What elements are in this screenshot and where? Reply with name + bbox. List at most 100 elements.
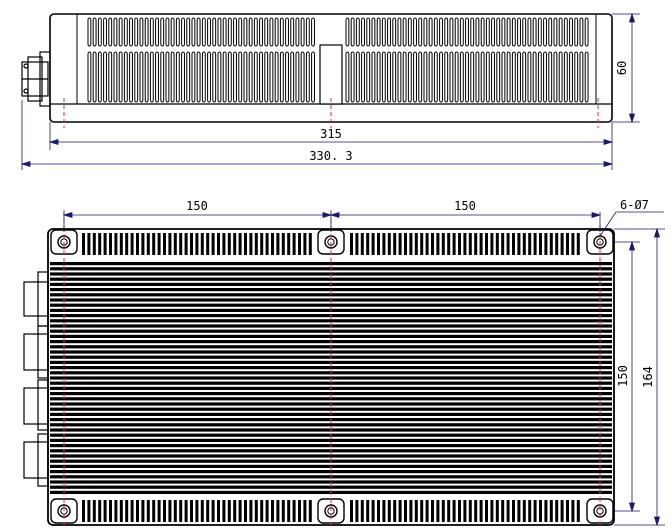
strip-fin xyxy=(371,233,375,255)
strip-fin xyxy=(431,500,434,522)
top-view-fins-right xyxy=(345,17,589,103)
strip-fin xyxy=(130,500,134,522)
top-fin-upper xyxy=(295,17,300,47)
strip-fin xyxy=(195,500,199,522)
top-fin-lower xyxy=(274,51,279,103)
strip-fin xyxy=(420,500,424,522)
strip-fin xyxy=(195,233,199,255)
horizontal-fin xyxy=(50,303,612,307)
top-fin-upper xyxy=(233,17,237,47)
top-fin-upper xyxy=(217,17,222,47)
top-fin-upper xyxy=(407,17,412,47)
top-fin-lower xyxy=(506,51,511,103)
top-fin-lower xyxy=(227,51,232,103)
strip-fin xyxy=(387,233,391,255)
top-fin-lower xyxy=(548,51,553,103)
bottom-view-top-fins xyxy=(82,233,580,255)
strip-fin xyxy=(452,233,456,255)
top-fin-upper xyxy=(470,17,475,47)
top-fin-lower xyxy=(423,51,428,103)
strip-fin xyxy=(87,233,91,255)
top-fin-upper xyxy=(144,17,149,47)
top-fin-lower xyxy=(285,51,289,103)
strip-fin xyxy=(452,500,456,522)
top-fin-lower xyxy=(222,51,227,103)
strip-fin xyxy=(533,500,537,522)
strip-fin xyxy=(184,500,188,522)
strip-fin xyxy=(350,233,353,255)
top-fin-upper xyxy=(496,17,501,47)
top-fin-upper xyxy=(113,17,118,47)
strip-fin xyxy=(227,233,231,255)
strip-fin xyxy=(533,233,537,255)
top-fin-upper xyxy=(376,17,381,47)
strip-fin xyxy=(517,500,521,522)
strip-fin xyxy=(168,233,172,255)
top-fin-lower xyxy=(155,51,159,103)
strip-fin xyxy=(414,500,418,522)
top-fin-upper xyxy=(345,17,350,47)
top-fin-upper xyxy=(87,17,92,47)
bottom-view-bottom-fins xyxy=(82,500,580,522)
strip-fin xyxy=(281,500,285,522)
strip-fin xyxy=(157,233,161,255)
top-fin-upper xyxy=(191,17,196,47)
strip-fin xyxy=(458,233,461,255)
strip-fin xyxy=(474,500,478,522)
horizontal-fin xyxy=(50,262,612,266)
strip-fin xyxy=(414,233,418,255)
strip-fin xyxy=(109,233,112,255)
top-fin-upper xyxy=(433,17,438,47)
top-fin-upper xyxy=(361,17,365,47)
strip-fin xyxy=(265,500,269,522)
strip-fin xyxy=(539,233,542,255)
dim-top-height xyxy=(612,12,640,124)
top-fin-lower xyxy=(439,51,443,103)
strip-fin xyxy=(152,233,156,255)
strip-fin xyxy=(436,500,440,522)
strip-fin xyxy=(152,500,156,522)
top-fin-lower xyxy=(569,51,573,103)
top-fin-lower xyxy=(279,51,284,103)
top-fin-lower xyxy=(160,51,165,103)
strip-fin xyxy=(468,500,472,522)
strip-fin xyxy=(393,500,397,522)
top-fin-lower xyxy=(233,51,237,103)
top-fin-lower xyxy=(196,51,201,103)
strip-fin xyxy=(249,500,253,522)
strip-fin xyxy=(233,500,237,522)
top-fin-lower xyxy=(149,51,154,103)
top-fin-lower xyxy=(175,51,180,103)
top-fin-upper xyxy=(532,17,537,47)
strip-fin xyxy=(528,233,532,255)
top-fin-lower xyxy=(201,51,206,103)
strip-fin xyxy=(125,500,129,522)
top-fin-upper xyxy=(485,17,490,47)
top-fin-upper xyxy=(558,17,563,47)
horizontal-fin xyxy=(50,407,612,411)
top-fin-upper xyxy=(274,17,279,47)
strip-fin xyxy=(506,233,510,255)
horizontal-fin xyxy=(50,366,612,370)
strip-fin xyxy=(141,233,145,255)
top-fin-lower xyxy=(207,51,211,103)
strip-fin xyxy=(119,233,123,255)
top-fin-upper xyxy=(413,17,417,47)
strip-fin xyxy=(458,500,461,522)
strip-fin xyxy=(555,500,559,522)
top-fin-upper xyxy=(511,17,516,47)
horizontal-fin xyxy=(50,381,612,385)
top-fin-upper xyxy=(371,17,376,47)
top-fin-upper xyxy=(501,17,506,47)
top-fin-upper xyxy=(103,17,107,47)
top-fin-lower xyxy=(123,51,128,103)
top-fin-upper xyxy=(139,17,144,47)
strip-fin xyxy=(298,233,301,255)
top-fin-upper xyxy=(311,17,315,47)
strip-fin xyxy=(173,233,177,255)
strip-fin xyxy=(136,500,139,522)
top-fin-lower xyxy=(537,51,542,103)
top-fin-upper xyxy=(238,17,243,47)
strip-fin xyxy=(163,500,166,522)
strip-fin xyxy=(409,233,413,255)
